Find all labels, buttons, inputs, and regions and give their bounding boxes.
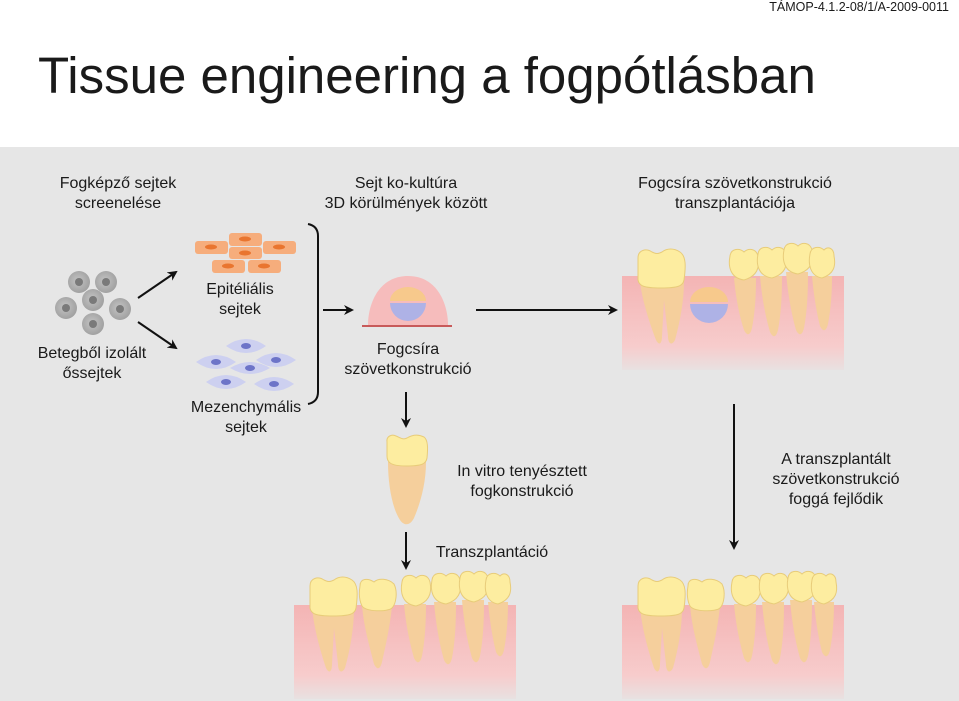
coculture-bracket: [307, 223, 319, 405]
epithelial-cells: [195, 233, 296, 273]
jaw-with-developed-tooth: [622, 570, 844, 699]
mesenchymal-cells: [196, 339, 296, 391]
transplantation-label: Transzplantáció: [435, 544, 549, 561]
in-vitro-tooth: [386, 434, 429, 525]
patient-stem-cells: [55, 271, 131, 335]
arrow-to-epithelial: [137, 270, 178, 299]
project-code: TÁMOP-4.1.2-08/1/A-2009-0011: [769, 0, 949, 14]
jaw-with-transplanted-tooth: [294, 570, 516, 699]
page-title: Tissue engineering a fogpótlásban: [38, 47, 816, 104]
tooth-germ-construct: [362, 276, 452, 327]
arrow-to-mesenchymal: [137, 321, 178, 350]
jaw-with-implanted-germ: [622, 242, 844, 370]
